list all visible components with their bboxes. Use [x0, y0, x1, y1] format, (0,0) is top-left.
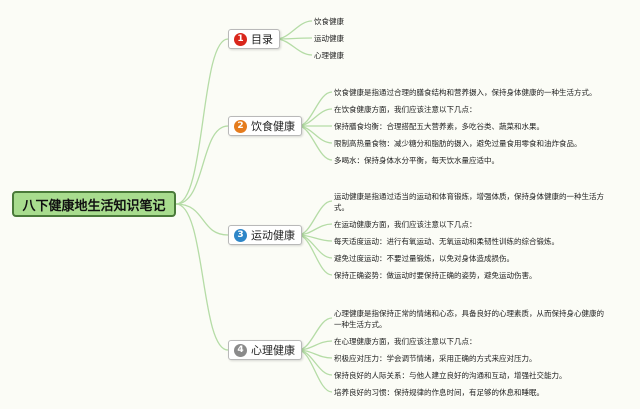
branch-label: 心理健康 — [251, 344, 295, 357]
number-badge-1: 1 — [234, 32, 247, 46]
branch-to-leaf-line — [297, 125, 333, 161]
branch-to-leaf-line — [297, 108, 333, 127]
branch-label: 目录 — [251, 33, 273, 46]
number-badge-4: 4 — [234, 343, 247, 357]
number-badge-2: 2 — [234, 119, 247, 133]
root-to-branch-line — [175, 38, 229, 205]
leaf-item[interactable]: 保持正确姿势：做运动时要保持正确的姿势，避免运动伤害。 — [334, 271, 537, 280]
branch-mental[interactable]: 4 心理健康 — [228, 340, 302, 360]
leaf-item[interactable]: 保持膳食均衡：合理搭配五大营养素，多吃谷类、蔬菜和水果。 — [334, 122, 544, 131]
leaf-item[interactable]: 在心理健康方面，我们应该注意以下几点： — [334, 337, 477, 346]
leaf-item[interactable]: 多喝水：保持身体水分平衡，每天饮水量应适中。 — [334, 156, 499, 165]
leaf-item[interactable]: 培养良好的习惯：保持规律的作息时间，有足够的休息和睡眠。 — [334, 388, 544, 397]
leaf-item[interactable]: 保持良好的人际关系：与他人建立良好的沟通和互动，增强社交能力。 — [334, 371, 567, 380]
branch-to-leaf-line — [297, 91, 333, 127]
leaf-item[interactable]: 运动健康是指通过适当的运动和体育锻炼，增强体质，保持身体健康的一种生活方式。 — [334, 192, 604, 212]
root-to-branch-line — [175, 125, 229, 205]
leaf-item[interactable]: 饮食健康是指通过合理的膳食结构和营养摄入，保持身体健康的一种生活方式。 — [334, 88, 597, 97]
root-to-branch-line — [175, 203, 229, 236]
root-topic[interactable]: 八下健康地生活知识笔记 — [12, 191, 176, 217]
leaf-item[interactable]: 运动健康 — [314, 34, 344, 43]
branch-to-leaf-line — [297, 349, 333, 393]
leaf-item[interactable]: 在饮食健康方面，我们应该注意以下几点： — [334, 105, 477, 114]
leaf-item[interactable]: 在运动健康方面，我们应该注意以下几点： — [334, 220, 477, 229]
leaf-item[interactable]: 心理健康 — [314, 51, 344, 60]
leaf-item[interactable]: 积极应对压力：学会调节情绪，采用正确的方式来应对压力。 — [334, 354, 537, 363]
branch-label: 饮食健康 — [251, 120, 295, 133]
branch-to-leaf-line — [297, 125, 333, 144]
branch-exercise[interactable]: 3 运动健康 — [228, 225, 302, 245]
leaf-item[interactable]: 饮食健康 — [314, 17, 344, 26]
leaf-item[interactable]: 限制高热量食物：减少糖分和脂肪的摄入，避免过量食用零食和油炸食品。 — [334, 139, 582, 148]
branch-to-leaf-line — [275, 38, 313, 56]
branch-diet[interactable]: 2 饮食健康 — [228, 116, 302, 136]
leaf-item[interactable]: 避免过度运动：不要过量锻炼，以免对身体造成损伤。 — [334, 254, 514, 263]
root-title: 八下健康地生活知识笔记 — [22, 198, 166, 214]
branch-label: 运动健康 — [251, 229, 295, 242]
leaf-item[interactable]: 心理健康是指保持正常的情绪和心态，具备良好的心理素质，从而保持身心健康的一种生活… — [334, 309, 604, 329]
number-badge-3: 3 — [234, 228, 247, 242]
leaf-item[interactable]: 每天适度运动：进行有氧运动、无氧运动和柔韧性训练的综合锻炼。 — [334, 237, 559, 246]
root-to-branch-line — [175, 203, 229, 351]
branch-contents[interactable]: 1 目录 — [228, 29, 280, 49]
branch-to-leaf-line — [275, 20, 313, 40]
